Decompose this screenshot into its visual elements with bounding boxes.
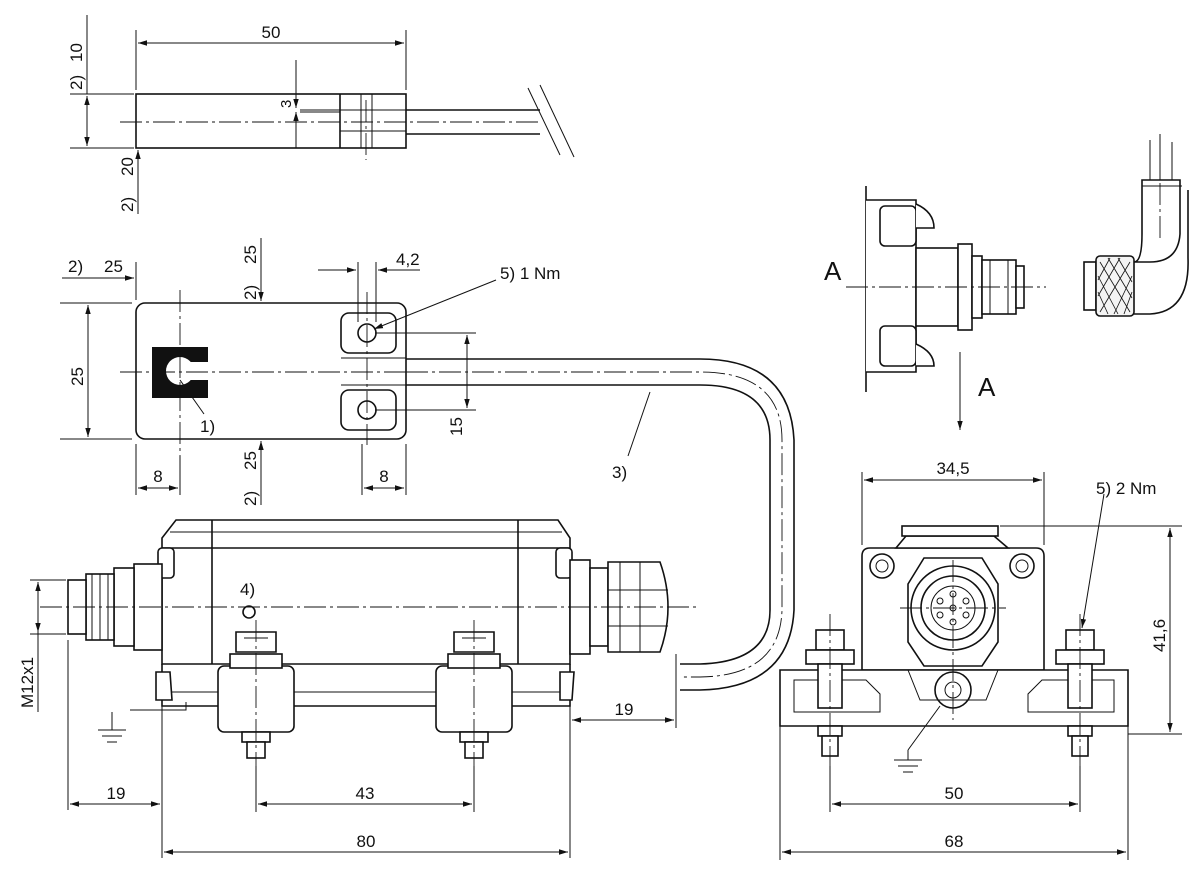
dim-side-height: 41,6 [1150,619,1169,652]
dim-mid-hole-w: 4,2 [396,250,420,269]
dim-top-slot: 3 [278,100,295,108]
dim-side-width: 68 [945,832,964,851]
section-view-a: A A [824,134,1189,430]
dim-mid-top-gap: 25 [241,245,260,264]
note-top-2: 2) [118,197,137,212]
dim-mid-bot-gap: 25 [241,451,260,470]
dim-side-hole-spacing: 50 [945,784,964,803]
dim-top-h2: 20 [118,157,137,176]
note-mid-bot: 2) [241,491,260,506]
dim-front-cable-gap: 19 [615,700,634,719]
view-label-a-2: A [978,372,996,402]
note-mid-torque: 5) 1 Nm [500,264,560,283]
note-side-torque: 5) 2 Nm [1096,479,1156,498]
note-mid-top: 2) [241,285,260,300]
label-cable: 3) [612,463,627,482]
label-led: 4) [240,580,255,599]
note-mid-left: 2) [68,257,83,276]
label-mid-1: 1) [200,417,215,436]
side-housing-view: 34,5 5) 2 Nm 41,6 50 68 [779,459,1182,860]
front-housing-view: 4) M12x1 19 1 [18,519,700,858]
dim-front-length: 80 [357,832,376,851]
dim-mid-left-gap: 25 [104,257,123,276]
view-label-a: A [824,256,842,286]
note-top-1: 2) [67,75,86,90]
mid-sensor-view: 25 2) 25 25 2) 25 2) 4,2 5) 1 Nm 1) 15 8 [60,238,795,691]
dim-side-width-top: 34,5 [936,459,969,478]
dim-front-left-gap: 19 [107,784,126,803]
dim-mid-edge-left: 8 [153,467,162,486]
dim-top-length: 50 [262,23,281,42]
dim-mid-edge-right: 8 [379,467,388,486]
dim-conn-thread: M12x1 [18,657,37,708]
dim-top-h1: 10 [67,43,86,62]
dim-front-hole-spacing: 43 [356,784,375,803]
top-sensor-view: 50 10 2) 20 2) 3 [67,15,575,214]
dim-mid-height: 25 [68,367,87,386]
dim-mid-hole-spacing: 15 [447,417,466,436]
